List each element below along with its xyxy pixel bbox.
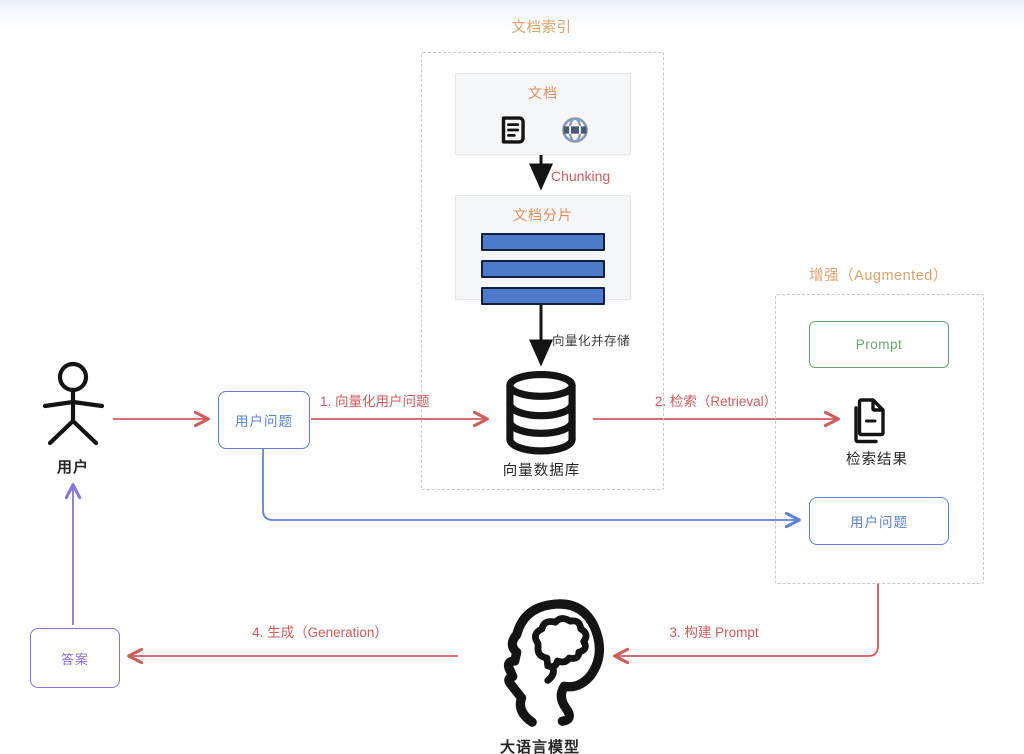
step3-label: 3. 构建 Prompt — [669, 625, 759, 640]
chunks-node: 文档分片 — [455, 195, 631, 305]
retrieval-result-label: 检索结果 — [846, 452, 908, 468]
chunking-label: Chunking — [551, 168, 611, 184]
augmented-user-question-node: 用户问题 — [809, 497, 949, 545]
prompt-text: Prompt — [855, 337, 903, 352]
vector-db-label: 向量数据库 — [502, 463, 581, 479]
chunk-bar — [481, 233, 605, 251]
documents-copy-icon — [845, 395, 889, 450]
database-cylinder-icon — [499, 370, 583, 462]
step4-label: 4. 生成（Generation） — [252, 625, 388, 640]
answer-node: 答案 — [30, 628, 120, 688]
llm-label: 大语言模型 — [499, 739, 580, 754]
user-question-text: 用户问题 — [235, 414, 293, 429]
answer-text: 答案 — [60, 651, 89, 667]
user-label: 用户 — [56, 459, 89, 476]
chunk-bar — [481, 260, 605, 278]
head-brain-icon — [472, 592, 608, 735]
step2-label: 2. 检索（Retrieval） — [654, 394, 778, 409]
indexing-section-title: 文档索引 — [511, 20, 572, 36]
step1-label: 1. 向量化用户问题 — [320, 394, 430, 409]
arrow-augmented-to-llm — [615, 583, 879, 656]
globe-icon — [559, 114, 591, 151]
documents-node-title: 文档 — [528, 85, 558, 101]
augmented-dashed-region — [775, 294, 984, 584]
stick-figure-icon — [36, 361, 110, 460]
indexing-dashed-region — [421, 52, 664, 490]
chunk-bar — [481, 287, 605, 305]
augmented-section-title: 增强（Augmented） — [809, 268, 948, 284]
embed-store-label: 向量化并存储 — [552, 334, 631, 348]
augmented-user-question-text: 用户问题 — [850, 515, 908, 530]
user-question-node: 用户问题 — [218, 391, 310, 449]
documents-node: 文档 — [455, 73, 631, 155]
chunk-bars — [456, 233, 630, 305]
chunks-node-title: 文档分片 — [513, 207, 573, 223]
prompt-node: Prompt — [809, 321, 949, 368]
document-icon — [495, 113, 529, 152]
